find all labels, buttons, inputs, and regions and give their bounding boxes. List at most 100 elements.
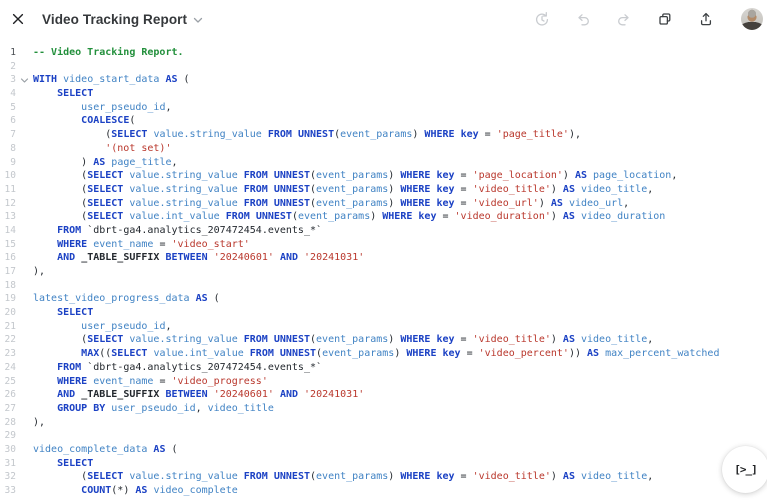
line-number: 23	[4, 348, 16, 360]
redo-icon	[618, 14, 629, 26]
code-text: SELECT	[57, 88, 94, 100]
line-number: 26	[4, 389, 16, 401]
code-line[interactable]: 9 ) AS page_title,	[0, 156, 767, 170]
line-number: 19	[4, 293, 16, 305]
fold-spacer	[16, 361, 33, 375]
fold-spacer	[16, 224, 33, 238]
code-line[interactable]: 16 AND _TABLE_SUFFIX BETWEEN '20240601' …	[0, 251, 767, 265]
fold-spacer	[16, 46, 33, 60]
code-text: '(not set)'	[105, 142, 172, 154]
fold-spacer	[16, 470, 33, 484]
fold-spacer	[16, 169, 33, 183]
line-number: 9	[10, 156, 16, 168]
code-line[interactable]: 29	[0, 429, 767, 443]
code-line[interactable]: 8 '(not set)'	[0, 142, 767, 156]
line-number: 32	[4, 471, 16, 483]
code-line[interactable]: 2	[0, 60, 767, 74]
code-line[interactable]: 27 GROUP BY user_pseudo_id, video_title	[0, 402, 767, 416]
line-number: 28	[4, 416, 16, 428]
code-line[interactable]: 15 WHERE event_name = 'video_start'	[0, 238, 767, 252]
code-line[interactable]: 6 COALESCE(	[0, 114, 767, 128]
code-line[interactable]: 32 (SELECT value.string_value FROM UNNES…	[0, 470, 767, 484]
code-line[interactable]: 23 MAX((SELECT value.int_value FROM UNNE…	[0, 347, 767, 361]
fold-spacer	[16, 156, 33, 170]
code-line[interactable]: 13 (SELECT value.int_value FROM UNNEST(e…	[0, 210, 767, 224]
code-text: user_pseudo_id,	[81, 101, 172, 113]
code-text: ) AS page_title,	[33, 156, 178, 168]
fold-spacer	[16, 183, 33, 197]
fold-spacer	[16, 347, 33, 361]
code-text: (SELECT value.string_value FROM UNNEST(e…	[33, 183, 654, 195]
code-line[interactable]: 14 FROM `dbrt-ga4.analytics_207472454.ev…	[0, 224, 767, 238]
report-title-menu[interactable]: Video Tracking Report	[42, 12, 203, 27]
code-line[interactable]: 18	[0, 279, 767, 293]
line-number: 6	[10, 115, 16, 127]
line-number: 4	[10, 88, 16, 100]
fold-chevron-icon[interactable]	[16, 73, 33, 87]
code-line[interactable]: 25 WHERE event_name = 'video_progress'	[0, 375, 767, 389]
line-number: 30	[4, 443, 16, 455]
code-text: latest_video_progress_data AS (	[33, 293, 220, 305]
code-line[interactable]: 19 latest_video_progress_data AS (	[0, 292, 767, 306]
upload-icon	[700, 12, 712, 26]
upload-share-button[interactable]	[694, 7, 718, 31]
code-line[interactable]: 12 (SELECT value.string_value FROM UNNES…	[0, 197, 767, 211]
line-number: 10	[4, 170, 16, 182]
fold-spacer	[16, 128, 33, 142]
line-number: 24	[4, 361, 16, 373]
code-line[interactable]: 31 SELECT	[0, 457, 767, 471]
line-number: 21	[4, 320, 16, 332]
code-text: GROUP BY user_pseudo_id, video_title	[57, 402, 274, 414]
code-line[interactable]: 7 (SELECT value.string_value FROM UNNEST…	[0, 128, 767, 142]
code-text: FROM `dbrt-ga4.analytics_207472454.event…	[57, 361, 323, 373]
code-text: user_pseudo_id,	[81, 320, 172, 332]
code-line[interactable]: 20 SELECT	[0, 306, 767, 320]
code-line[interactable]: 28),	[0, 416, 767, 430]
copy-button[interactable]	[653, 7, 677, 31]
code-line[interactable]: 4 SELECT	[0, 87, 767, 101]
history-button[interactable]	[530, 7, 554, 31]
line-number: 29	[4, 430, 16, 442]
code-line[interactable]: 21 user_pseudo_id,	[0, 320, 767, 334]
fold-spacer	[16, 279, 33, 293]
code-line[interactable]: 5 user_pseudo_id,	[0, 101, 767, 115]
line-number: 14	[4, 224, 16, 236]
code-console-icon: [>_]	[734, 463, 757, 476]
fold-spacer	[16, 320, 33, 334]
code-line[interactable]: 1-- Video Tracking Report.	[0, 46, 767, 60]
line-number: 1	[10, 47, 16, 58]
code-text: COALESCE(	[81, 115, 136, 127]
undo-button[interactable]	[571, 7, 595, 31]
fold-spacer	[16, 443, 33, 457]
line-number: 27	[4, 402, 16, 414]
code-line[interactable]: 11 (SELECT value.string_value FROM UNNES…	[0, 183, 767, 197]
fold-spacer	[16, 402, 33, 416]
code-text: ),	[33, 266, 46, 277]
console-fab-button[interactable]: [>_]	[722, 446, 767, 493]
close-button[interactable]	[6, 7, 30, 31]
line-number: 25	[4, 375, 16, 387]
avatar[interactable]	[741, 8, 763, 30]
code-line[interactable]: 33 COUNT(*) AS video_complete	[0, 484, 767, 498]
code-line[interactable]: 10 (SELECT value.string_value FROM UNNES…	[0, 169, 767, 183]
redo-button[interactable]	[612, 7, 636, 31]
fold-spacer	[16, 306, 33, 320]
line-number: 8	[10, 142, 16, 154]
code-line[interactable]: 26 AND _TABLE_SUFFIX BETWEEN '20240601' …	[0, 388, 767, 402]
line-number: 31	[4, 457, 16, 469]
line-number: 20	[4, 307, 16, 319]
line-number: 12	[4, 197, 16, 209]
code-line[interactable]: 17),	[0, 265, 767, 279]
code-text: MAX((SELECT value.int_value FROM UNNEST(…	[81, 348, 720, 360]
code-line[interactable]: 22 (SELECT value.string_value FROM UNNES…	[0, 333, 767, 347]
code-text: AND _TABLE_SUFFIX BETWEEN '20240601' AND…	[57, 389, 365, 401]
fold-spacer	[16, 101, 33, 115]
code-line[interactable]: 24 FROM `dbrt-ga4.analytics_207472454.ev…	[0, 361, 767, 375]
fold-spacer	[16, 197, 33, 211]
code-text: FROM `dbrt-ga4.analytics_207472454.event…	[57, 224, 323, 236]
close-icon	[12, 13, 24, 25]
